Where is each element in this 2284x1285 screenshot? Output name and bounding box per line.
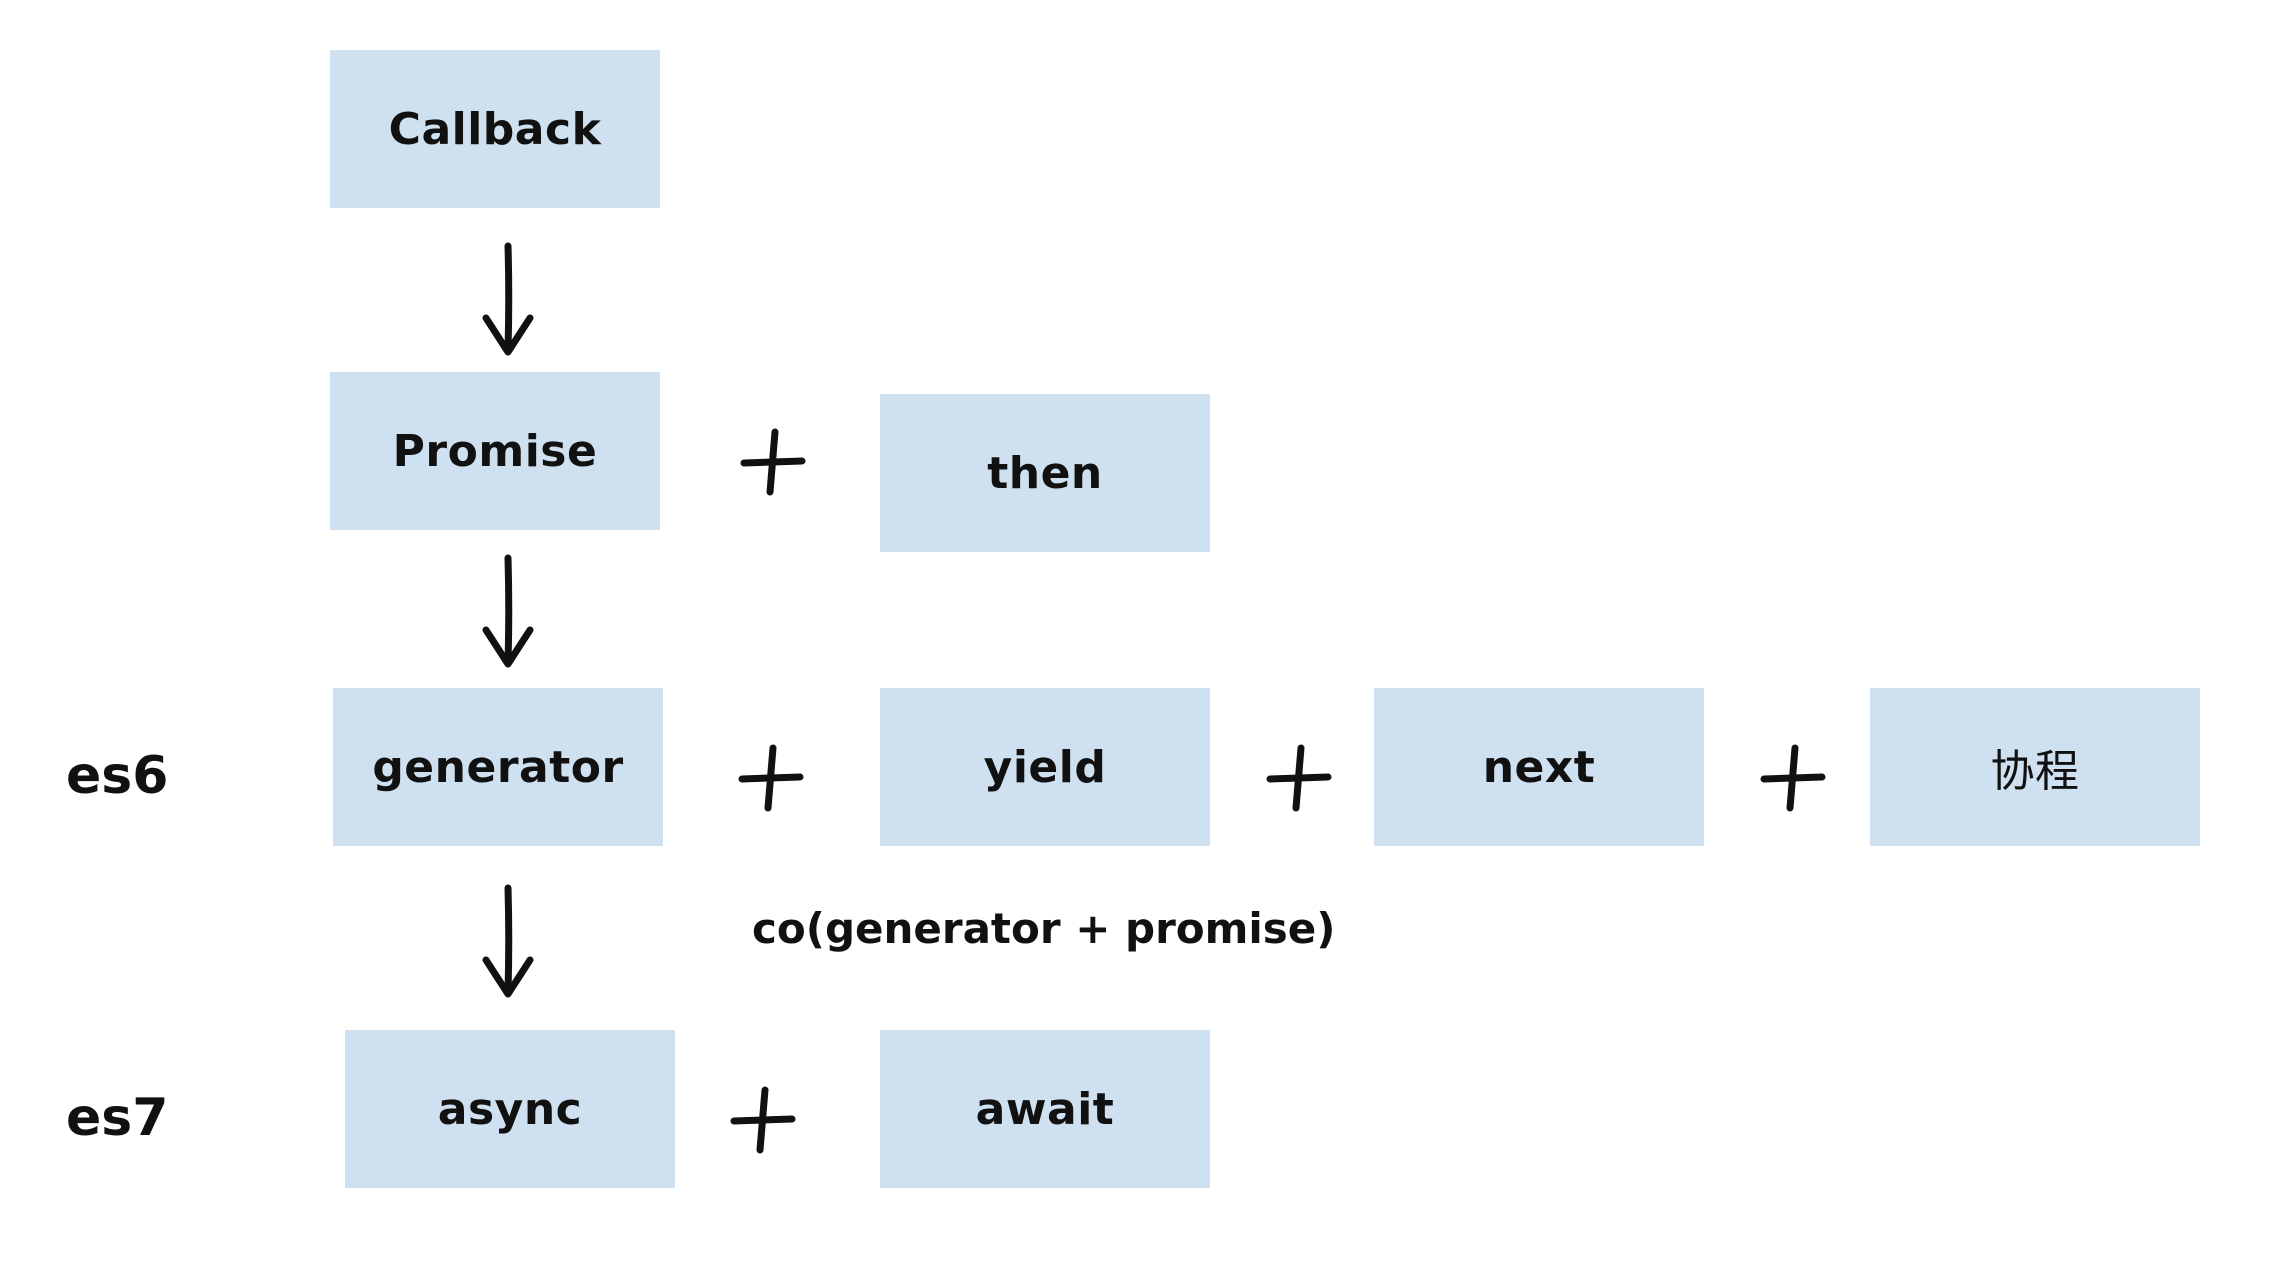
box-generator: generator	[333, 688, 663, 846]
box-await: await	[880, 1030, 1210, 1188]
level-label-es6: es6	[66, 746, 169, 806]
box-promise: Promise	[330, 372, 660, 530]
co-annotation: co(generator + promise)	[752, 904, 1336, 953]
down-arrow-icon	[482, 554, 534, 668]
box-async: async	[345, 1030, 675, 1188]
plus-icon	[740, 428, 806, 496]
plus-icon	[1266, 744, 1332, 812]
box-next: next	[1374, 688, 1704, 846]
plus-icon	[1760, 744, 1826, 812]
box-callback: Callback	[330, 50, 660, 208]
plus-icon	[738, 744, 804, 812]
down-arrow-icon	[482, 242, 534, 356]
box-yield: yield	[880, 688, 1210, 846]
box-coroutine: 协程	[1870, 688, 2200, 846]
plus-icon	[730, 1086, 796, 1154]
down-arrow-icon	[482, 884, 534, 998]
box-then: then	[880, 394, 1210, 552]
level-label-es7: es7	[66, 1088, 169, 1148]
